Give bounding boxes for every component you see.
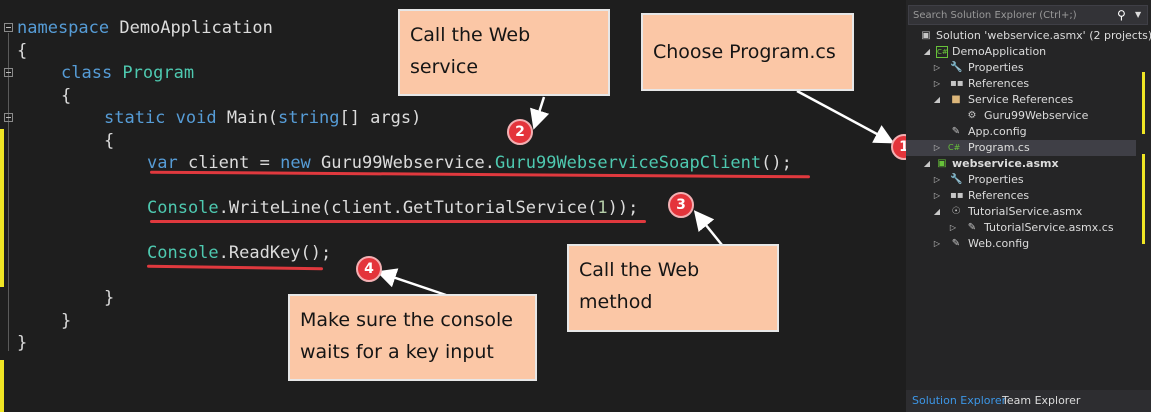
tree-item-service-references[interactable]: ◢ ■ Service References [933, 93, 1074, 106]
step-badge-4: 4 [356, 256, 382, 282]
search-input[interactable] [913, 8, 1103, 22]
change-marker [0, 129, 4, 287]
highlight-underline-3 [146, 264, 324, 271]
callout-call-web-service: Call the Web service [398, 9, 610, 96]
service-reference-icon: ⚙ [967, 110, 977, 121]
collapse-arrow-icon[interactable]: ◢ [933, 95, 941, 104]
scrollbar[interactable] [1140, 28, 1150, 388]
solution-icon: ▣ [921, 30, 931, 41]
fold-toggle-method[interactable] [4, 113, 13, 122]
chevron-down-icon[interactable]: ▼ [1135, 10, 1142, 19]
expand-arrow-icon[interactable]: ▷ [949, 223, 957, 232]
code-line-9[interactable]: Console.ReadKey(); [147, 243, 332, 263]
fold-toggle-class[interactable] [4, 68, 13, 77]
references-icon: ▪▪ [950, 78, 964, 89]
expand-arrow-icon[interactable]: ▷ [933, 143, 941, 152]
tree-item-webservice-asmx[interactable]: ◢ ▣ webservice.asmx [923, 157, 1059, 170]
tree-item-demoapplication[interactable]: ◢ C# DemoApplication [923, 45, 1047, 58]
step-badge-3: 3 [668, 192, 694, 218]
code-line-5[interactable]: static void Main(string[] args) [104, 108, 422, 128]
code-line-4[interactable]: { [61, 86, 72, 106]
tree-item-tutorialservice-asmx-cs[interactable]: ▷ ✎ TutorialService.asmx.cs [949, 221, 1114, 234]
solution-explorer-panel: ⚲ ▼ ▣ Solution 'webservice.asmx' (2 proj… [906, 0, 1151, 412]
web-project-icon: ▣ [937, 158, 947, 169]
collapse-arrow-icon[interactable]: ◢ [923, 159, 931, 168]
expand-arrow-icon[interactable]: ▷ [933, 175, 941, 184]
search-icon[interactable]: ⚲ [1117, 8, 1126, 22]
tab-team-explorer[interactable]: Team Explorer [1002, 394, 1081, 407]
expand-arrow-icon[interactable]: ▷ [933, 79, 941, 88]
wrench-icon: 🔧 [950, 62, 963, 73]
fold-guide [8, 33, 9, 351]
references-icon: ▪▪ [950, 190, 964, 201]
csharp-file-icon: C# [948, 143, 961, 152]
code-line-11[interactable]: } [61, 311, 72, 331]
code-line-10[interactable]: } [104, 288, 115, 308]
expand-arrow-icon[interactable]: ▷ [933, 63, 941, 72]
csharp-project-icon: C# [936, 46, 948, 58]
code-line-1[interactable]: namespace DemoApplication [17, 18, 273, 38]
wrench-icon: 🔧 [950, 174, 963, 185]
tree-item-references-2[interactable]: ▷ ▪▪ References [933, 189, 1030, 202]
callout-call-web-method: Call the Web method [567, 244, 779, 332]
collapse-arrow-icon[interactable]: ◢ [923, 47, 931, 56]
expand-arrow-icon[interactable]: ▷ [933, 239, 941, 248]
tree-item-app-config[interactable]: ✎ App.config [951, 125, 1027, 138]
step-badge-2: 2 [507, 119, 533, 145]
tree-item-references[interactable]: ▷ ▪▪ References [933, 77, 1030, 90]
code-line-8[interactable]: Console.WriteLine(client.GetTutorialServ… [147, 198, 639, 218]
collapse-arrow-icon[interactable]: ◢ [933, 207, 941, 216]
tree-item-properties[interactable]: ▷ 🔧 Properties [933, 61, 1024, 74]
globe-file-icon: ☉ [951, 206, 961, 217]
callout-console-waits: Make sure the console waits for a key in… [288, 294, 537, 381]
folder-icon: ■ [951, 94, 961, 105]
search-box: ⚲ ▼ [908, 5, 1148, 25]
tab-solution-explorer[interactable]: Solution Explorer [912, 394, 1007, 407]
highlight-underline-2 [150, 220, 646, 223]
expand-arrow-icon[interactable]: ▷ [933, 191, 941, 200]
callout-choose-program: Choose Program.cs [641, 13, 854, 91]
csharp-file-icon: ✎ [967, 222, 977, 233]
change-marker [1142, 72, 1145, 134]
tree-item-guru99webservice[interactable]: ⚙ Guru99Webservice [967, 109, 1089, 122]
tree-item-web-config[interactable]: ▷ ✎ Web.config [933, 237, 1030, 250]
code-line-2[interactable]: { [17, 41, 28, 61]
tree-item-program-cs[interactable]: ▷ C# Program.cs [906, 140, 1136, 156]
fold-toggle-namespace[interactable] [4, 23, 13, 32]
config-icon: ✎ [951, 238, 961, 249]
code-line-6[interactable]: { [104, 131, 115, 151]
panel-tab-strip: Solution Explorer Team Explorer [906, 390, 1151, 412]
change-marker [0, 360, 4, 412]
code-line-3[interactable]: class Program [61, 63, 195, 83]
tree-item-properties-2[interactable]: ▷ 🔧 Properties [933, 173, 1024, 186]
code-line-12[interactable]: } [17, 333, 28, 353]
change-marker [1142, 154, 1145, 244]
tree-item-solution[interactable]: ▣ Solution 'webservice.asmx' (2 projects… [921, 29, 1151, 42]
tree-item-tutorialservice-asmx[interactable]: ◢ ☉ TutorialService.asmx [933, 205, 1083, 218]
config-icon: ✎ [951, 126, 961, 137]
code-line-7[interactable]: var client = new Guru99Webservice.Guru99… [147, 153, 792, 173]
